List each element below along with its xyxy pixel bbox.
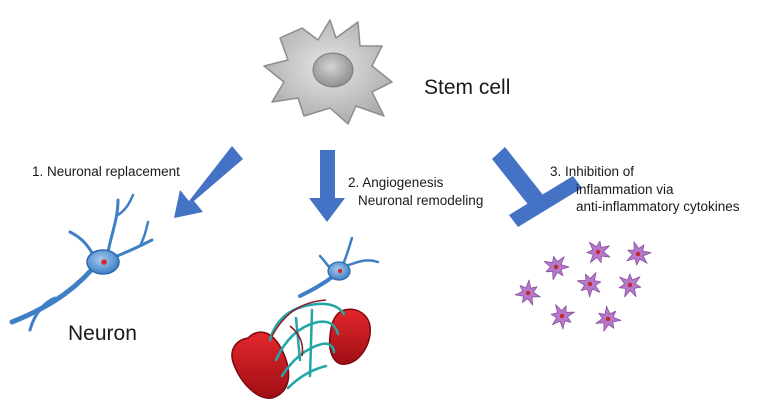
pathway-3-label: 3. Inhibition of inflammation via anti-i… bbox=[550, 163, 740, 216]
pathway-3-line-1: 3. Inhibition of bbox=[550, 164, 635, 179]
pathway-1-label: 1. Neuronal replacement bbox=[32, 164, 180, 179]
stem-cell-label: Stem cell bbox=[424, 76, 511, 99]
arrow-neuronal-replacement bbox=[174, 146, 243, 218]
pathway-3-line-2: inflammation via bbox=[576, 181, 674, 197]
arrow-inhibition-shaft bbox=[492, 147, 547, 212]
pathway-2-label: 2. Angiogenesis Neuronal remodeling bbox=[348, 174, 483, 209]
cell-nucleus bbox=[635, 251, 641, 257]
pathway-3-line-3: anti-inflammatory cytokines bbox=[576, 199, 740, 215]
arrow-inhibition-bar bbox=[509, 176, 582, 227]
pathway-arrows bbox=[174, 146, 582, 227]
remodeling-neuron-icon bbox=[298, 236, 380, 298]
cell-nucleus bbox=[525, 290, 531, 296]
cell-nucleus bbox=[587, 281, 593, 287]
cell-nucleus bbox=[595, 249, 601, 255]
neuron-label: Neuron bbox=[68, 322, 137, 345]
neuron-icon bbox=[9, 193, 154, 332]
cell-nucleus bbox=[605, 316, 611, 322]
stem-cell-icon bbox=[263, 19, 393, 125]
pathway-2-line-2: Neuronal remodeling bbox=[358, 192, 484, 208]
cell-nucleus bbox=[627, 282, 633, 288]
inflammatory-cells bbox=[514, 240, 652, 332]
arrow-angiogenesis bbox=[309, 150, 345, 222]
cell-nucleus bbox=[559, 313, 565, 319]
pathway-2-line-1: 2. Angiogenesis bbox=[348, 175, 444, 190]
blood-vessel-icon bbox=[231, 299, 371, 399]
cell-nucleus bbox=[553, 264, 559, 270]
